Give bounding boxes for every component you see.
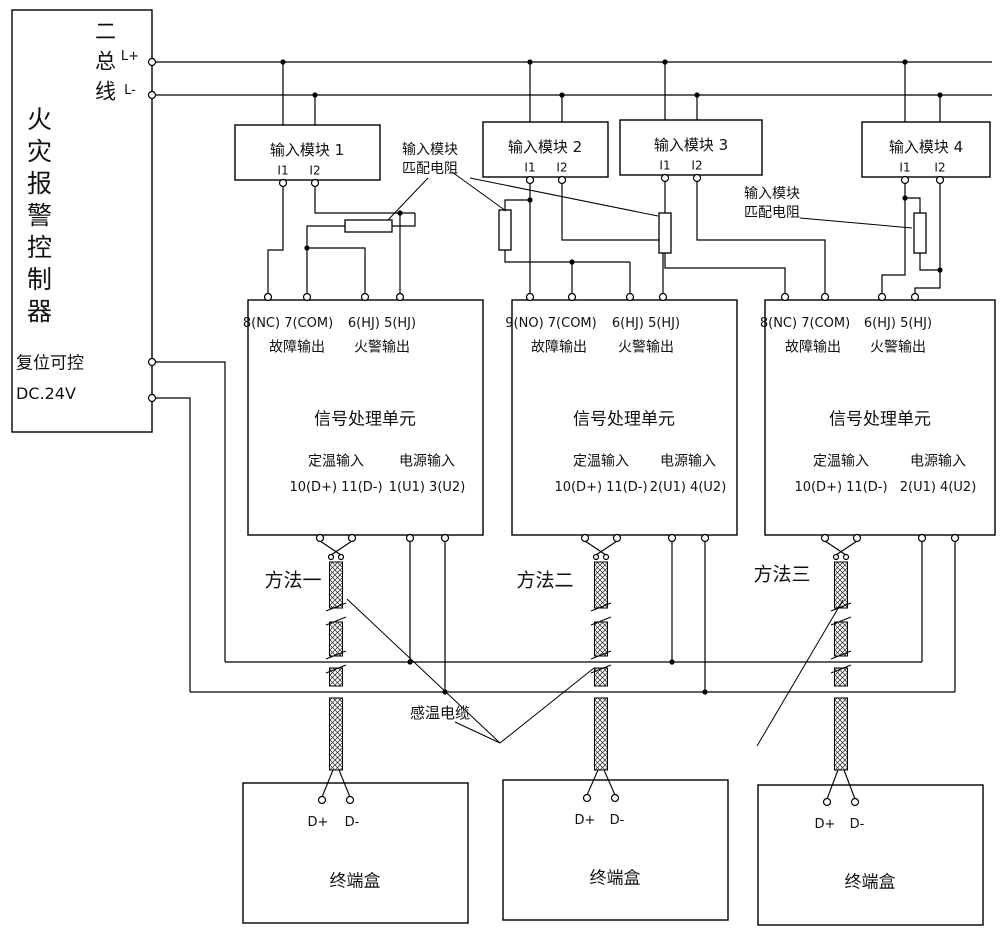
unit1-power-terminals: 1(U1) 3(U2) [388, 479, 466, 495]
controller-voltage-label: DC.24V [16, 384, 76, 404]
unit3-fire-terminals: 6(HJ) 5(HJ) [863, 315, 933, 331]
matching-resistor-note-1: 输入模块 匹配电阻 [402, 142, 458, 177]
controller-title: 火灾报警控制器 [23, 106, 53, 330]
tbox3-dplus-label: D+ [814, 816, 836, 832]
unit2-temp-label: 定温输入 [573, 453, 629, 470]
pointer-to-resistor-2 [451, 171, 507, 212]
unit3-power-terminals: 2(U1) 4(U2) [899, 479, 977, 495]
pointer-to-cable-2 [499, 667, 595, 744]
signal-unit-3-box [764, 299, 996, 536]
heat-cable-2 [584, 540, 618, 796]
controller-box [11, 9, 153, 433]
unit3-power-label: 电源输入 [910, 453, 966, 470]
input-module-2-i2: I2 [556, 160, 568, 175]
heat-cable-1 [319, 540, 353, 798]
input-module-3-title: 输入模块 3 [653, 135, 729, 154]
unit2-power-label: 电源输入 [660, 453, 716, 470]
signal-unit-1-box [247, 299, 484, 536]
unit3-fault-terminals: 8(NC) 7(COM) [759, 315, 851, 331]
input-module-1-i2: I2 [309, 163, 321, 178]
unit1-title: 信号处理单元 [314, 409, 416, 430]
resistor-3 [658, 212, 672, 254]
unit3-title: 信号处理单元 [829, 409, 931, 430]
unit2-fault-label: 故障输出 [531, 339, 587, 356]
matching-resistor-note-2: 输入模块 匹配电阻 [744, 186, 800, 221]
unit2-title: 信号处理单元 [573, 409, 675, 430]
resistor-2 [498, 209, 512, 251]
input-module-4-i1: I1 [899, 160, 911, 175]
terminal-box-2 [502, 779, 729, 921]
pointer-to-resistor-3 [469, 177, 659, 217]
input-module-2-title: 输入模块 2 [507, 137, 583, 156]
component-boxes [11, 9, 996, 926]
input-module-3-box [619, 119, 763, 176]
terminal-circles [147, 57, 960, 807]
unit2-fault-terminals: 9(NO) 7(COM) [505, 315, 597, 331]
unit1-temp-label: 定温输入 [308, 453, 364, 470]
input-module-4-title: 输入模块 4 [888, 137, 964, 156]
terminal-label-lminus: L- [124, 82, 136, 98]
terminal-label-lplus: L+ [120, 48, 140, 64]
input-module-3-i1: I1 [659, 158, 671, 173]
supervision-circuit-unit1 [267, 186, 416, 294]
tbox2-label: 终端盒 [589, 868, 641, 889]
unit2-temp-terminals: 10(D+) 11(D-) [554, 479, 648, 495]
pointer-to-cable-1 [346, 598, 501, 744]
unit2-power-terminals: 2(U1) 4(U2) [649, 479, 727, 495]
module-feed-wires [282, 62, 941, 125]
controller-reset-label: 复位可控 [16, 353, 84, 374]
dc-power-wires [152, 361, 956, 693]
input-module-1-box [234, 124, 381, 181]
tbox2-dminus-label: D- [609, 812, 625, 828]
unit3-temp-label: 定温输入 [813, 453, 869, 470]
bus-lines [152, 61, 992, 96]
tbox3-dminus-label: D- [849, 816, 865, 832]
bus-system-label: 二总线 [92, 20, 117, 110]
unit3-fire-label: 火警输出 [870, 339, 926, 356]
unit2-fire-label: 火警输出 [618, 339, 674, 356]
resistor-4 [913, 212, 927, 254]
input-module-4-box [861, 121, 991, 178]
terminal-box-3 [757, 784, 984, 926]
input-module-3-i2: I2 [691, 158, 703, 173]
unit1-fire-terminals: 6(HJ) 5(HJ) [347, 315, 417, 331]
unit1-fault-label: 故障输出 [269, 339, 325, 356]
unit2-fire-terminals: 6(HJ) 5(HJ) [611, 315, 681, 331]
heat-cable-3 [824, 540, 858, 800]
unit1-fire-label: 火警输出 [354, 339, 410, 356]
supervision-circuit-unit3-fire [881, 183, 941, 294]
unit3-fault-label: 故障输出 [785, 339, 841, 356]
pointer-to-resistor-1 [387, 177, 429, 221]
input-module-2-box [482, 121, 609, 178]
tbox1-dminus-label: D- [344, 814, 360, 830]
input-module-4-i2: I2 [934, 160, 946, 175]
unit1-fault-terminals: 8(NC) 7(COM) [242, 315, 334, 331]
heat-cable-label-connector [454, 721, 501, 744]
tbox1-label: 终端盒 [329, 871, 381, 892]
terminal-box-1 [242, 782, 469, 924]
input-module-1-i1: I1 [277, 163, 289, 178]
pointer-to-resistor-4 [799, 217, 913, 229]
tbox3-label: 终端盒 [844, 872, 896, 893]
matching-resistors [344, 209, 927, 254]
unit3-temp-terminals: 10(D+) 11(D-) [794, 479, 888, 495]
unit1-temp-terminals: 10(D+) 11(D-) [289, 479, 383, 495]
unit1-power-label: 电源输入 [399, 453, 455, 470]
annotation-lines [346, 171, 913, 747]
method-1-label: 方法一 [264, 569, 322, 592]
input-module-2-i1: I1 [524, 160, 536, 175]
method-3-label: 方法三 [753, 563, 811, 586]
method-2-label: 方法二 [516, 569, 574, 592]
resistor-1 [344, 219, 393, 233]
input-module-1-title: 输入模块 1 [269, 140, 345, 159]
heat-cable-label: 感温电缆 [409, 703, 471, 722]
junction-dots [280, 59, 943, 695]
pointer-to-cable-3 [756, 599, 844, 747]
tbox2-dplus-label: D+ [574, 812, 596, 828]
tbox1-dplus-label: D+ [307, 814, 329, 830]
signal-unit-2-box [511, 299, 738, 536]
supervision-circuit-unit3-fault [664, 181, 826, 294]
